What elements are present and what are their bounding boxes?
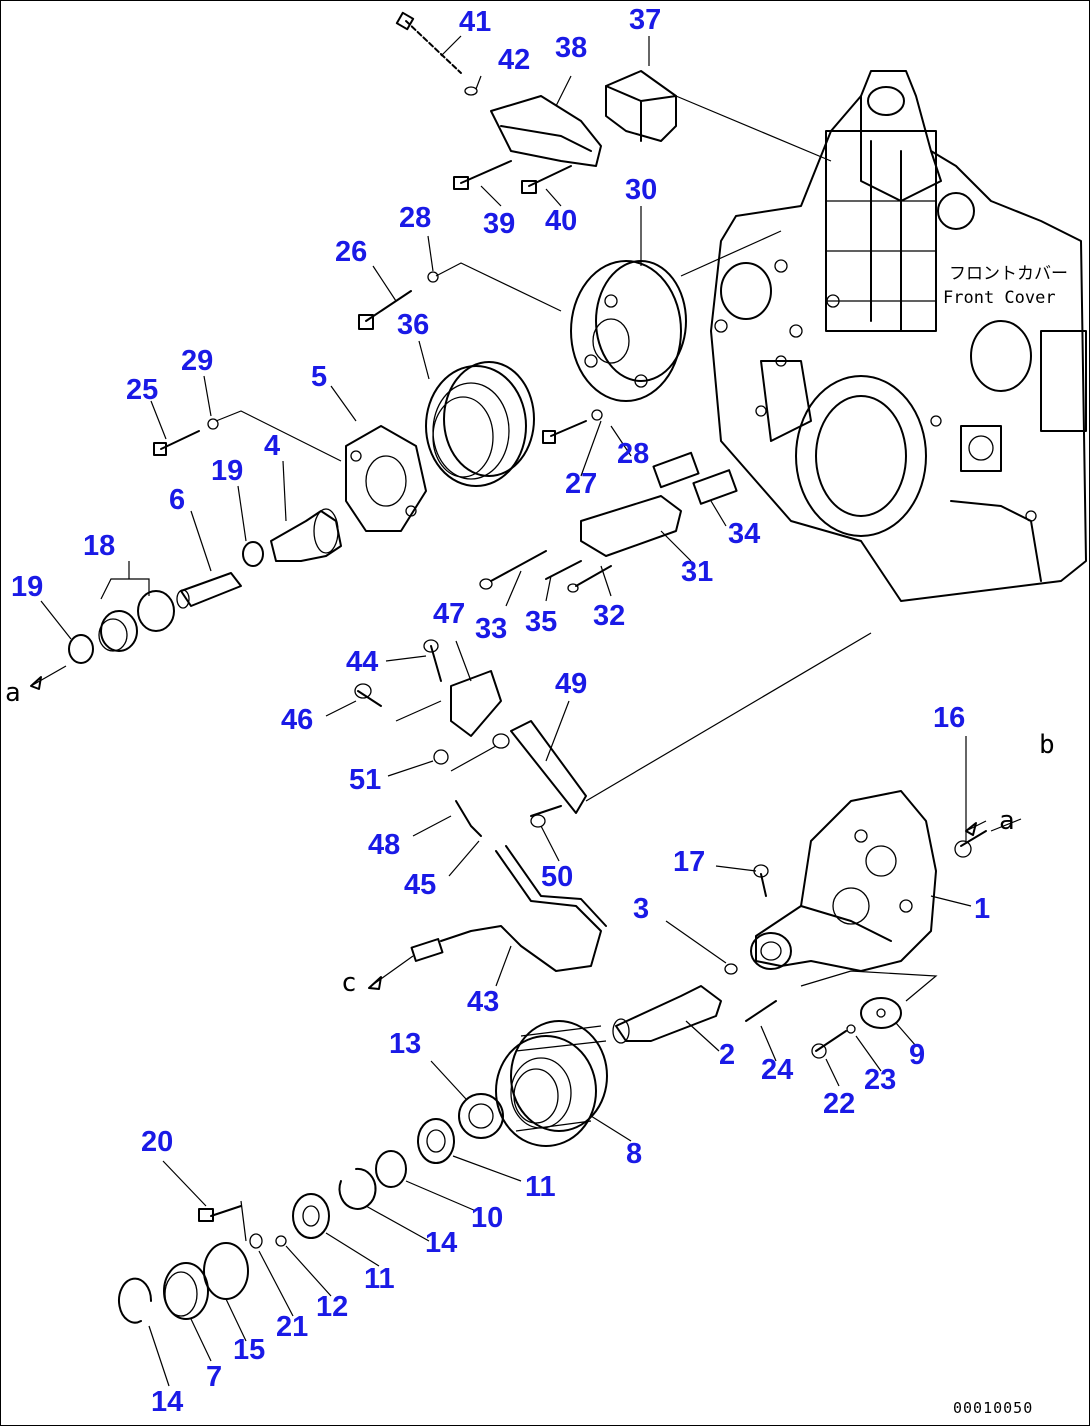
- callout: 14: [151, 1386, 183, 1418]
- callout: 7: [206, 1361, 222, 1393]
- callout: 1: [974, 893, 990, 925]
- callout: 43: [467, 986, 499, 1018]
- callout: 11: [525, 1171, 556, 1203]
- callout: 45: [404, 869, 436, 901]
- callout: 28: [617, 438, 649, 470]
- linkage-drawing: [354, 632, 872, 990]
- front-cover-label-jp: フロントカバー: [949, 264, 1068, 284]
- callout: 32: [593, 600, 625, 632]
- callout: 15: [233, 1334, 265, 1366]
- callout: 34: [728, 518, 760, 550]
- callout: 24: [761, 1054, 793, 1086]
- callout: 19: [11, 571, 43, 603]
- callout: 5: [311, 361, 327, 393]
- callout: 20: [141, 1126, 173, 1158]
- callout: 11: [364, 1263, 395, 1295]
- callout: 13: [389, 1028, 421, 1060]
- callout: 40: [545, 205, 577, 237]
- callout-leaders: [40, 35, 972, 1387]
- reference-letters: a a b c: [5, 678, 1055, 998]
- callout: 47: [433, 598, 465, 630]
- callout: 17: [673, 846, 705, 878]
- callout: 16: [933, 702, 965, 734]
- callout: 42: [498, 44, 530, 76]
- shaft-group-drawing: [30, 410, 427, 690]
- callout: 41: [459, 6, 491, 38]
- callout: 33: [475, 613, 507, 645]
- callout: 3: [633, 893, 649, 925]
- ref-letter-a: a: [999, 806, 1015, 836]
- callout: 51: [349, 764, 381, 796]
- callout: 6: [169, 484, 185, 516]
- ref-letter-c: c: [341, 968, 357, 998]
- bracket-31-drawing: [479, 451, 738, 593]
- callout: 29: [181, 345, 213, 377]
- callout: 27: [565, 468, 597, 500]
- callout: 50: [541, 861, 573, 893]
- callout: 18: [83, 530, 115, 562]
- callout: 38: [555, 32, 587, 64]
- callout: 46: [281, 704, 313, 736]
- document-code: 00010050: [953, 1399, 1033, 1417]
- callout: 8: [626, 1138, 642, 1170]
- callout: 44: [346, 646, 378, 678]
- callout: 49: [555, 668, 587, 700]
- callout: 12: [316, 1291, 348, 1323]
- bracket-group-drawing: [395, 11, 832, 194]
- front-cover-drawing: [710, 70, 1087, 602]
- bearing-stack-drawing: [118, 1093, 504, 1324]
- callout: 14: [425, 1227, 457, 1259]
- callout: 4: [264, 430, 280, 462]
- callout: 35: [525, 606, 557, 638]
- callout: 26: [335, 236, 367, 268]
- ref-letter-a: a: [5, 678, 21, 708]
- callout: 30: [625, 174, 657, 206]
- front-cover-label-en: Front Cover: [943, 288, 1056, 308]
- lower-housing-drawing: [495, 790, 1022, 1147]
- callout: 22: [823, 1088, 855, 1120]
- callout: 10: [471, 1202, 503, 1234]
- ref-letter-b: b: [1039, 730, 1055, 760]
- callout: 21: [276, 1311, 308, 1343]
- callout: 9: [909, 1039, 925, 1071]
- callout: 23: [864, 1064, 896, 1096]
- callout: 39: [483, 208, 515, 240]
- callout: 48: [368, 829, 400, 861]
- callout: 36: [397, 309, 429, 341]
- callout: 37: [629, 4, 661, 36]
- callout: 28: [399, 202, 431, 234]
- callout: 2: [719, 1039, 735, 1071]
- callout-numbers: 1 2 3 4 5 6 7 8 9 10 11 11 12 13 14 14 1…: [11, 4, 990, 1418]
- callout: 31: [681, 556, 713, 588]
- callout: 19: [211, 455, 243, 487]
- callout: 25: [126, 374, 158, 406]
